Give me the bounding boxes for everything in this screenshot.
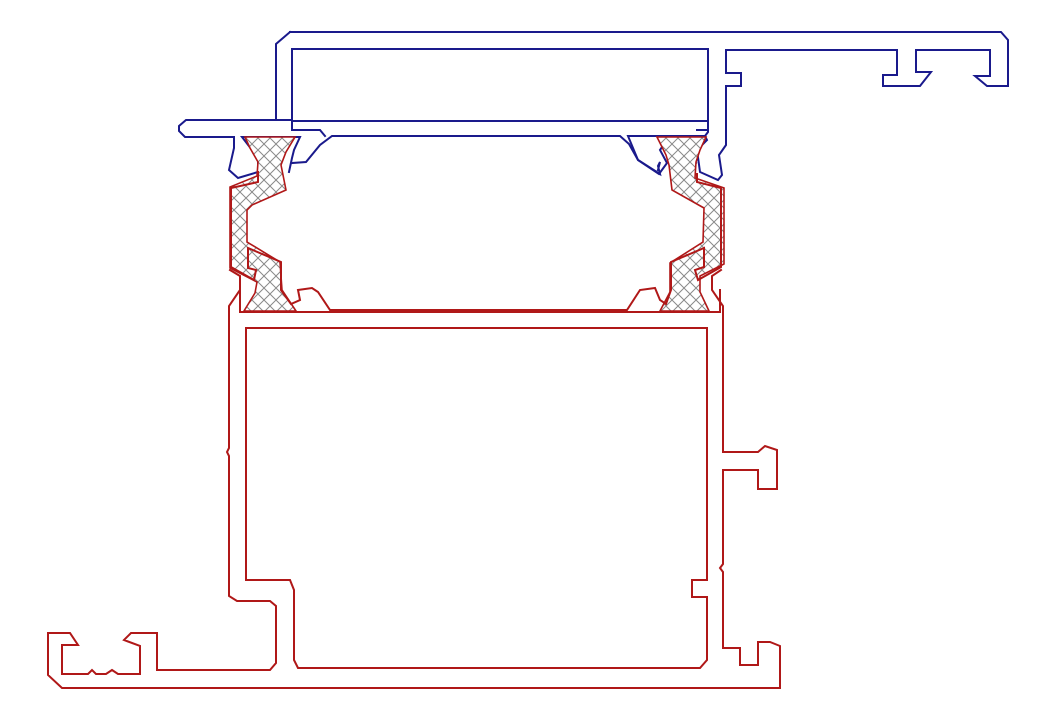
lower-profile-thermal-zone-top bbox=[230, 171, 722, 311]
insulation-strips bbox=[229, 136, 725, 312]
lower-profile-chamber-ceiling bbox=[239, 289, 721, 313]
upper-profile-body-edge bbox=[290, 135, 706, 176]
upper-profile-hollow-chamber bbox=[291, 48, 709, 122]
upper-profile-outline bbox=[289, 31, 1009, 182]
lower-profile bbox=[47, 171, 781, 689]
lower-profile-left-wall bbox=[47, 268, 781, 689]
upper-profile-left-flange bbox=[178, 30, 302, 180]
lower-profile-main-chamber bbox=[245, 327, 708, 669]
upper-profile bbox=[178, 30, 1009, 182]
upper-profile-web bbox=[275, 119, 709, 138]
